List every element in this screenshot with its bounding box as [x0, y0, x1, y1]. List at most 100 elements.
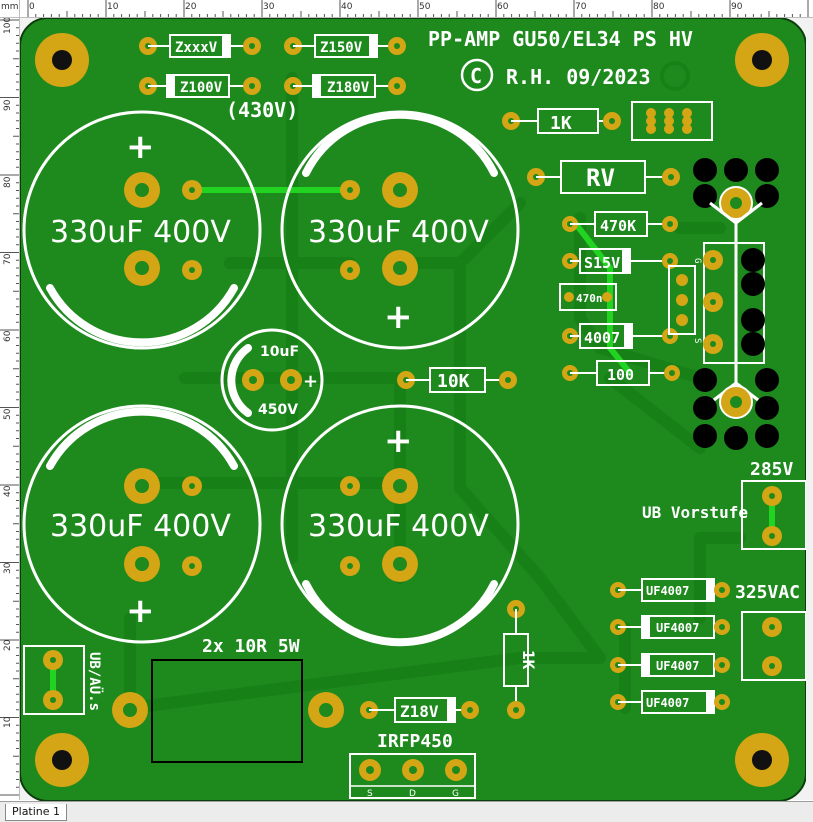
small-cap-voltage: 450V [258, 402, 298, 418]
ruler-left-label: 90 [3, 99, 13, 111]
diode-label: UF4007 [646, 696, 689, 710]
cap-small-label: 470n [576, 292, 603, 305]
ruler-left-label: 80 [3, 176, 13, 188]
diode-label: 4007 [584, 329, 620, 347]
resistor-rv[interactable]: RV [527, 160, 680, 194]
copyright-shadow [660, 61, 690, 91]
diode-uf4007-1[interactable]: UF4007 [610, 578, 730, 602]
small-cap-plus: + [303, 371, 318, 392]
pin-label: G [452, 789, 459, 799]
diode-label: UF4007 [646, 584, 689, 598]
small-capacitor[interactable]: 10uF 450V + [220, 328, 324, 432]
conn-voltage: 285V [750, 459, 794, 480]
pin-header-top[interactable] [631, 101, 713, 141]
diode-uf4007-3[interactable]: UF4007 [610, 653, 730, 677]
pin-label: S [367, 789, 373, 799]
ruler-left-label: 30 [3, 562, 13, 574]
zener-s15v[interactable]: S15V [562, 248, 678, 274]
ruler-top-label: 50 [419, 2, 431, 12]
resistor-label: 100 [607, 366, 634, 384]
mosfet-name: IRFP450 [377, 731, 453, 752]
transistor-small[interactable]: G S [668, 258, 702, 343]
zener-label: Z180V [327, 80, 370, 96]
power-resistor-label: 2x 10R 5W [202, 636, 300, 657]
sheet-tab[interactable]: Platine 1 [5, 804, 68, 821]
cap-plus: + [126, 591, 155, 631]
gate-label: G [692, 258, 702, 263]
mounting-holes [35, 33, 789, 787]
power-resistor[interactable]: 2x 10R 5W [112, 636, 344, 763]
board-outline [20, 18, 806, 801]
zener-z18v[interactable]: Z18V [360, 697, 479, 723]
zener-label: Z150V [320, 40, 363, 56]
capacitor-1[interactable]: + 330uF 400V [22, 110, 262, 350]
ruler-left-label: 50 [3, 408, 13, 420]
resistor-1k-vertical[interactable]: 1K [503, 600, 538, 719]
resistor-1k-top[interactable]: 1K [502, 108, 621, 134]
ruler-top-label: 20 [185, 2, 197, 12]
zener-label: S15V [584, 254, 620, 272]
ruler-top-label: 70 [575, 2, 587, 12]
zener-row-2[interactable]: Z150V [284, 34, 406, 58]
ruler-top-label: 0 [29, 2, 35, 12]
copyright-symbol: C [470, 64, 482, 88]
unit-label: mm [1, 2, 19, 12]
copyright-text: R.H. 09/2023 [506, 65, 651, 89]
ruler-top-label: 80 [653, 2, 665, 12]
sheet-tab-bar: Platine 1 [0, 801, 813, 822]
capacitor-3[interactable]: + 330uF 400V [22, 404, 262, 644]
resistor-label: 1K [519, 650, 538, 670]
ruler-top-label: 10 [107, 2, 119, 12]
ruler-top-ticks: 0 10 20 30 40 50 60 70 80 90 [27, 0, 809, 17]
ruler-left-label: 60 [3, 330, 13, 342]
connector-325vac[interactable]: 325VAC [735, 582, 806, 681]
ruler-corner: mm [0, 0, 20, 18]
ruler-left-ticks: 100 90 80 70 60 50 40 30 20 10 [0, 17, 19, 796]
resistor-470k[interactable]: 470K [562, 211, 678, 237]
mosfet-irfp450[interactable]: IRFP450 S D G [349, 731, 476, 799]
tube-socket[interactable] [693, 158, 779, 450]
small-cap-value: 10uF [260, 344, 299, 360]
resistor-10k[interactable]: 10K [397, 367, 517, 393]
conn-label: UB/AÜ.s [86, 652, 104, 711]
pin-label: D [409, 789, 416, 799]
cap-plus: + [126, 127, 155, 167]
ruler-top-label: 60 [497, 2, 509, 12]
ruler-top-label: 90 [731, 2, 743, 12]
pcb-board[interactable]: PP-AMP GU50/EL34 PS HV C R.H. 09/2023 Zx… [20, 18, 806, 801]
resistor-label: 10K [437, 371, 470, 392]
diode-uf4007-4[interactable]: UF4007 [610, 690, 730, 714]
connector-285v[interactable]: 285V UB Vorstufe [642, 459, 806, 550]
zener-label: ZxxxV [175, 40, 218, 56]
diode-uf4007-2[interactable]: UF4007 [610, 615, 730, 639]
cap-label: 330uF 400V [308, 215, 489, 250]
diode-label: UF4007 [656, 621, 699, 635]
ruler-left-label: 70 [3, 253, 13, 265]
ruler-left-label: 20 [3, 639, 13, 651]
resistor-label: 1K [550, 113, 572, 134]
resistor-label: RV [586, 164, 615, 192]
capacitor-4[interactable]: + 330uF 400V [280, 404, 520, 647]
capacitor-2[interactable]: + 330uF 400V [280, 110, 520, 350]
ruler-top-label: 30 [263, 2, 275, 12]
connector-ub[interactable]: UB/AÜ.s [23, 645, 104, 715]
resistor-label: 470K [600, 217, 636, 235]
zener-row-3[interactable]: Z100V [139, 74, 261, 98]
capacitor-470n[interactable]: 470n [559, 283, 617, 311]
ruler-left-label: 10 [3, 716, 13, 728]
zener-label: Z100V [180, 80, 223, 96]
conn-voltage: 325VAC [735, 582, 800, 603]
copyright-circle [460, 58, 494, 92]
zener-row-1[interactable]: ZxxxV [139, 34, 261, 58]
ruler-top: 0 10 20 30 40 50 60 70 80 90 [0, 0, 813, 18]
ruler-left: 100 90 80 70 60 50 40 30 20 10 [0, 0, 20, 800]
cap-plus: + [384, 421, 413, 461]
cap-label: 330uF 400V [50, 509, 231, 544]
zener-label: Z18V [400, 702, 439, 721]
zener-row-4[interactable]: Z180V [284, 74, 406, 98]
board-title: PP-AMP GU50/EL34 PS HV [428, 27, 693, 51]
conn-label: UB Vorstufe [642, 503, 748, 522]
cap-label: 330uF 400V [308, 509, 489, 544]
diode-label: UF4007 [656, 659, 699, 673]
resistor-100[interactable]: 100 [562, 360, 680, 386]
